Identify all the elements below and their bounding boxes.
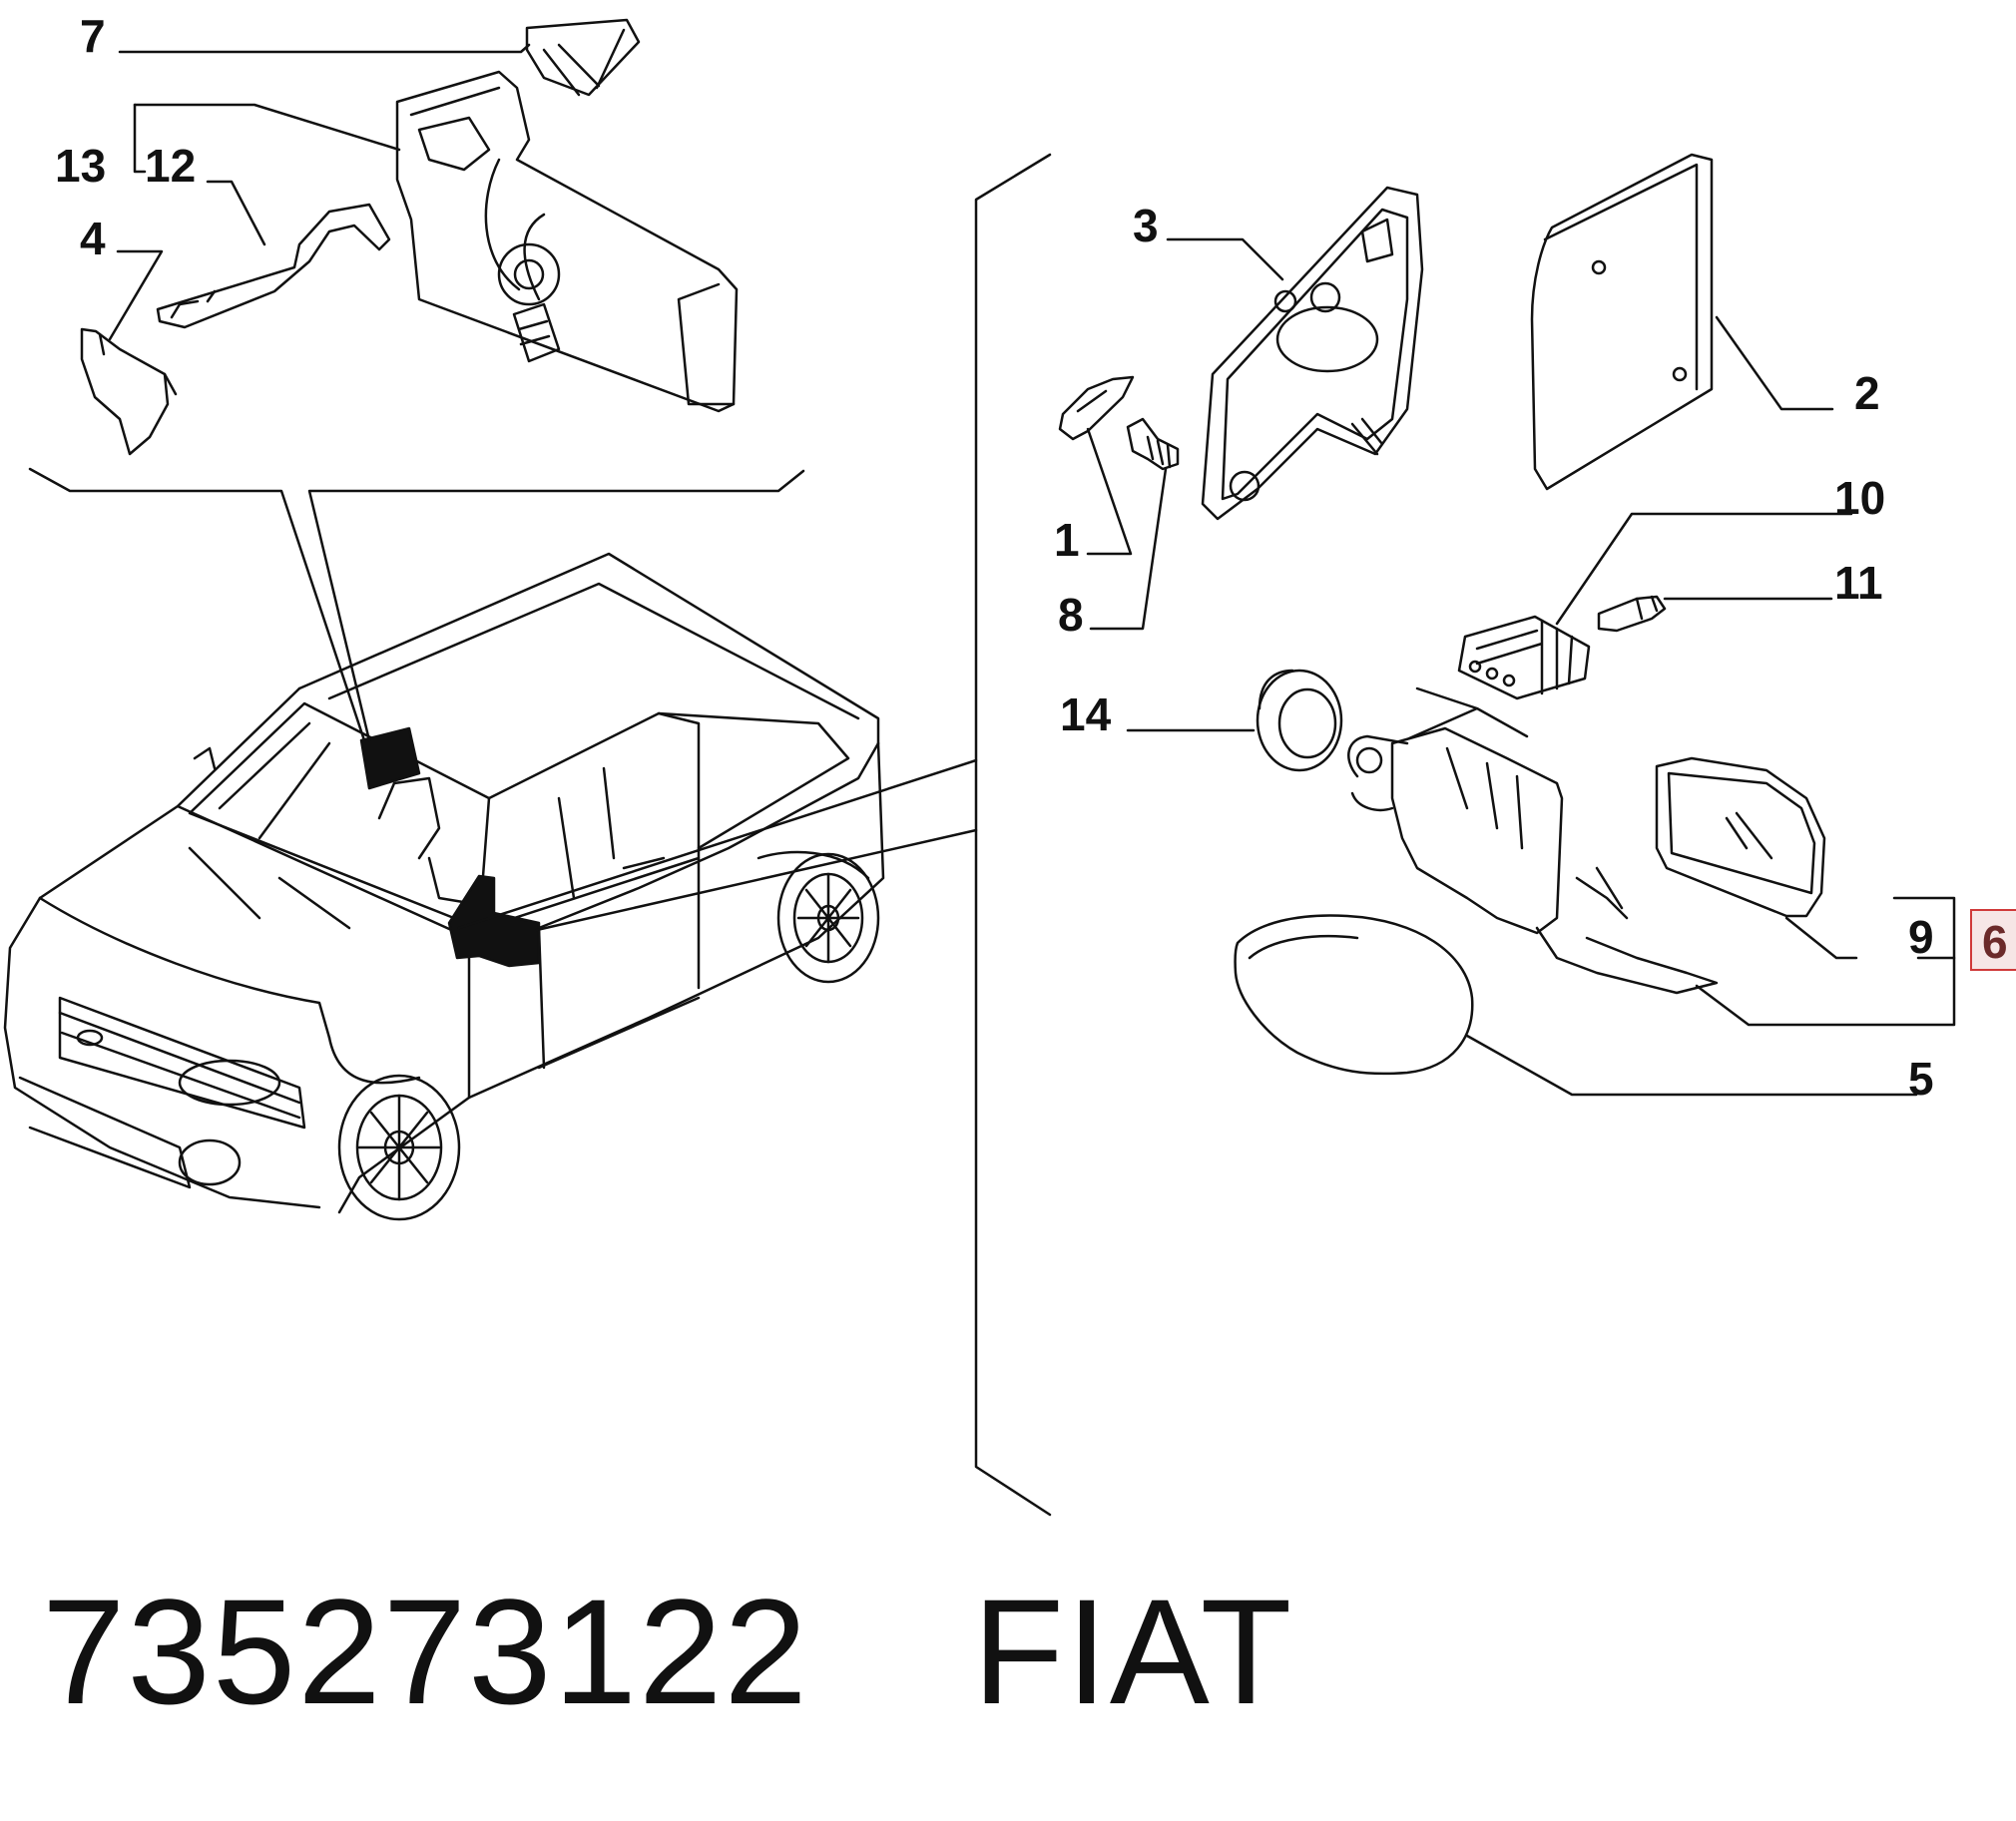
- part-2-mirror-glass: [1530, 153, 1714, 491]
- callout-5: 5: [1908, 1053, 1934, 1105]
- callout-10: 10: [1834, 472, 1885, 524]
- callout-1: 1: [1054, 514, 1080, 566]
- part-9-glass: [1655, 756, 1826, 918]
- part-10-connector: [1457, 615, 1591, 700]
- callout-11: 11: [1834, 557, 1883, 609]
- section-divider: [974, 153, 1052, 1517]
- callout-12: 12: [145, 140, 196, 192]
- callout-3: 3: [1133, 200, 1159, 251]
- part-7-clip: [525, 18, 641, 97]
- callout-labels: 7 13 12 4 3 2 1 10 11 8 14 9 6 5: [55, 10, 2008, 1105]
- callout-13: 13: [55, 140, 106, 192]
- part-3-backing-plate: [1201, 186, 1424, 521]
- brand-name: FIAT: [972, 1568, 1294, 1735]
- callout-8: 8: [1058, 589, 1084, 641]
- part-12-strap: [156, 203, 391, 329]
- callout-7: 7: [80, 10, 106, 62]
- interior-mirror-assembly: [80, 18, 739, 456]
- part-1-clip: [1058, 375, 1135, 441]
- callout-14: 14: [1060, 688, 1112, 740]
- car-interior-mirror-highlight: [359, 726, 421, 790]
- part-4-cover: [80, 327, 170, 456]
- callout-4: 4: [80, 213, 106, 264]
- part-number: 735273122: [42, 1568, 809, 1735]
- car-illustration: [3, 552, 885, 1221]
- part-5-cover: [1234, 914, 1474, 1076]
- interior-mirror-body: [395, 70, 739, 413]
- part-14-ring: [1256, 669, 1343, 772]
- part-6-motor-assembly: [1390, 726, 1564, 935]
- callout-2: 2: [1854, 367, 1880, 419]
- exterior-mirror-exploded-view: [1058, 153, 1826, 1076]
- callout-9: 9: [1908, 911, 1934, 963]
- leader-lines: [108, 43, 1956, 1097]
- highlight-box-6: [1970, 909, 2016, 971]
- part-8-screw: [1126, 417, 1180, 471]
- callout-6: 6: [1982, 916, 2008, 968]
- caption: 735273122 FIAT: [42, 1577, 1293, 1726]
- car-mirror-highlight: [447, 874, 541, 968]
- part-11-terminal: [1597, 595, 1667, 633]
